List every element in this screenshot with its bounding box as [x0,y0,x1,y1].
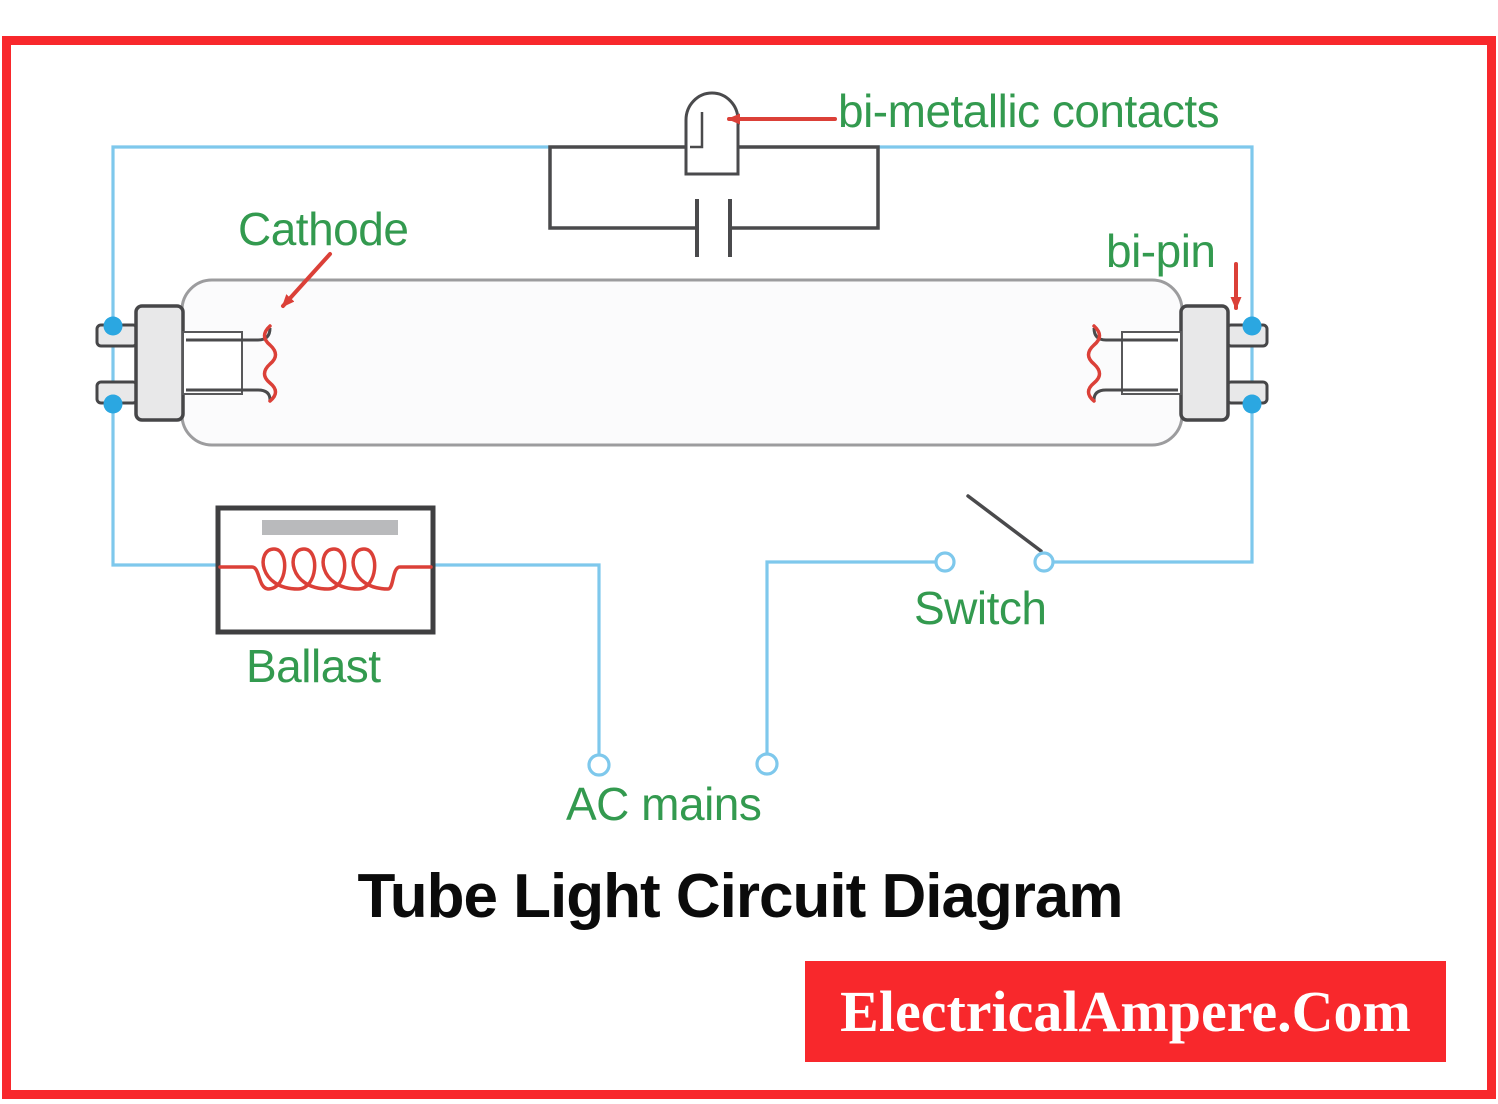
switch-lever-icon [966,494,1043,553]
wire-right-loop [876,145,1254,564]
inductor-coil-icon [218,547,433,591]
left-stem [182,331,243,395]
ballast-label: Ballast [246,640,381,692]
left-pin-dot-top [103,316,123,336]
fluorescent-tube-icon [95,278,1269,447]
left-end-cap [134,304,185,422]
cathode-arrow-icon [281,252,332,308]
left-pin-dot-bottom [103,394,123,414]
wire-left-loop [111,145,550,567]
switch-terminal-left [934,551,956,573]
right-end-cap [1179,304,1230,422]
bimetallic-contacts-label: bi-metallic contacts [838,85,1220,137]
right-lead-bottom [1092,388,1178,401]
ac-terminal-right [755,752,779,776]
bimetal-electrode [690,112,704,149]
watermark-banner: ElectricalAmpere.Com [805,961,1446,1062]
cathode-filament-icon [262,324,278,403]
ac-terminal-icon [587,752,779,777]
ballast-symbol [215,505,436,635]
starter-symbol [548,91,880,257]
right-cathode-filament-icon [1086,324,1102,403]
annotation-arrows [281,113,1242,310]
left-lead-bottom [186,388,272,401]
bipin-label: bi-pin [1106,225,1216,277]
switch-terminal-right [1033,551,1055,573]
wire-ballast-to-mains [431,563,601,756]
switch-label: Switch [914,582,1047,634]
right-pin-dot-top [1242,316,1262,336]
wire-mains-to-switch [765,560,937,755]
ac-terminal-left [587,753,611,777]
ac-mains-label: AC mains [566,778,762,830]
cathode-label: Cathode [238,203,409,255]
page-title: Tube Light Circuit Diagram [357,862,1123,931]
switch-symbol [934,494,1055,573]
starter-glow-bulb-icon [684,91,740,176]
wiring [111,145,1254,756]
tube-body [180,278,1184,447]
right-stem [1121,331,1182,395]
right-pin-dot-bottom [1242,394,1262,414]
ballast-core-bar [262,520,398,535]
watermark-text: ElectricalAmpere.Com [840,979,1411,1044]
pin-connection-dots [103,316,1262,414]
